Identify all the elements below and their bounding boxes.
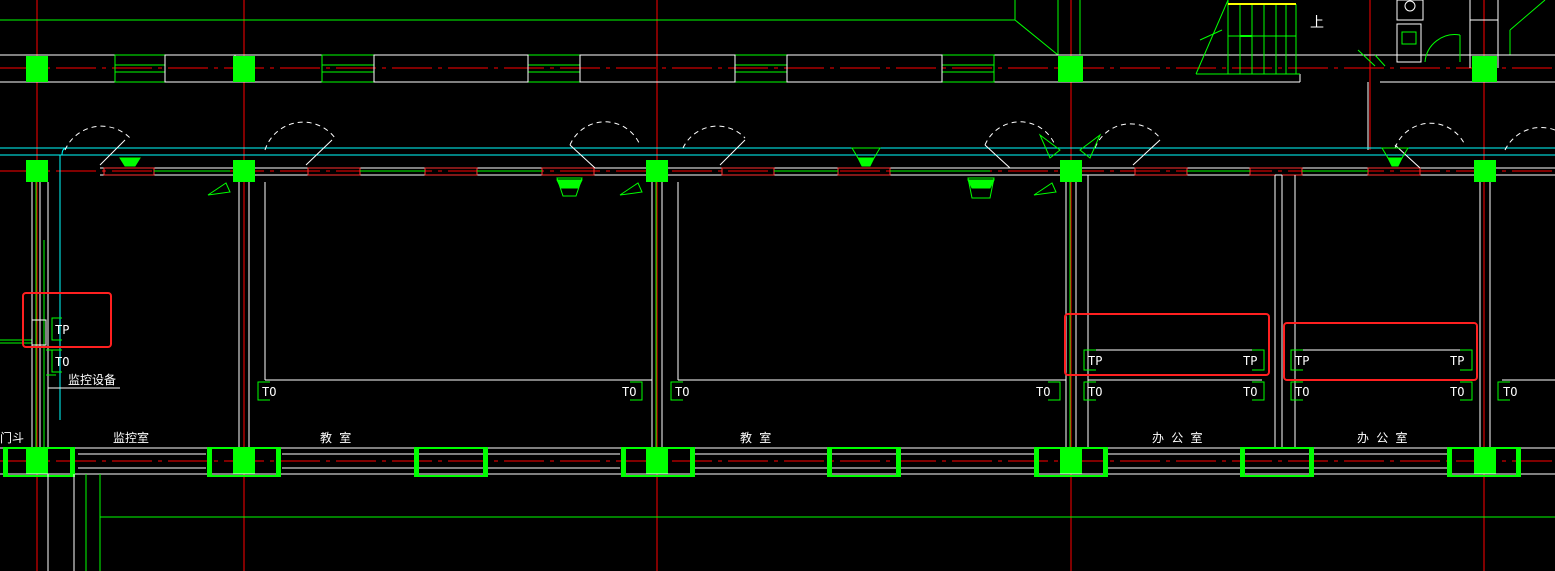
outlet-brackets <box>51 317 1510 401</box>
outlet-to-8: TO <box>1295 385 1309 399</box>
top-wall-segments <box>164 54 943 83</box>
outlet-to-10: TO <box>1503 385 1517 399</box>
camera-icons <box>119 133 1409 199</box>
outlet-to-2: TO <box>262 385 276 399</box>
outlet-labels: TP TO TO TO TO TO TP TP TO TO TP TP TO T… <box>55 323 1517 399</box>
classroom-label-1: 教 室 <box>320 430 351 445</box>
office-label-1: 办 公 室 <box>1152 430 1202 445</box>
outlet-tp-1: TP <box>55 323 69 337</box>
stair <box>1195 0 1300 75</box>
bottom-window-frames <box>4 448 1520 476</box>
outlet-to-7: TO <box>1243 385 1257 399</box>
outlet-tp-5: TP <box>1450 354 1464 368</box>
top-structure <box>0 0 1546 56</box>
outlet-tp-4: TP <box>1295 354 1309 368</box>
exterior-lines <box>85 474 1555 571</box>
outlet-to-6: TO <box>1088 385 1102 399</box>
exterior-white-lines <box>47 474 75 571</box>
outlet-to-1: TO <box>55 355 69 369</box>
door-swings <box>64 121 1555 151</box>
bottom-windows <box>3 447 1521 477</box>
door-leaves <box>99 139 1421 169</box>
office-label-2: 办 公 室 <box>1357 430 1407 445</box>
columns-top <box>26 56 1497 82</box>
outlet-to-3: TO <box>622 385 636 399</box>
outlet-to-5: TO <box>1036 385 1050 399</box>
room-labels: 监控设备 门斗 监控室 教 室 教 室 办 公 室 办 公 室 <box>0 373 1407 445</box>
columns-bottom <box>26 448 1496 474</box>
restroom-door <box>1357 34 1461 67</box>
toilet-icon <box>1404 0 1416 12</box>
highlight-box-office-1 <box>1064 313 1270 376</box>
highlight-box-office-2 <box>1283 322 1478 381</box>
outlet-tp-2: TP <box>1088 354 1102 368</box>
stair-up-label: 上 <box>1310 15 1324 31</box>
highlight-boxes <box>22 292 1478 381</box>
partition-green-lines <box>35 182 1071 448</box>
outlet-tp-3: TP <box>1243 354 1257 368</box>
columns-corridor <box>26 160 1496 182</box>
monitor-equipment-label: 监控设备 <box>68 373 116 387</box>
outlet-to-4: TO <box>675 385 689 399</box>
monitor-room-label: 监控室 <box>113 430 149 445</box>
outlet-to-9: TO <box>1450 385 1464 399</box>
classroom-label-2: 教 室 <box>740 430 771 445</box>
cable-runs <box>48 349 1555 389</box>
partition-walls <box>31 174 1491 448</box>
vestibule-label: 门斗 <box>0 430 24 445</box>
highlight-box-monitor <box>22 292 112 348</box>
restroom-fixtures <box>1367 0 1499 150</box>
